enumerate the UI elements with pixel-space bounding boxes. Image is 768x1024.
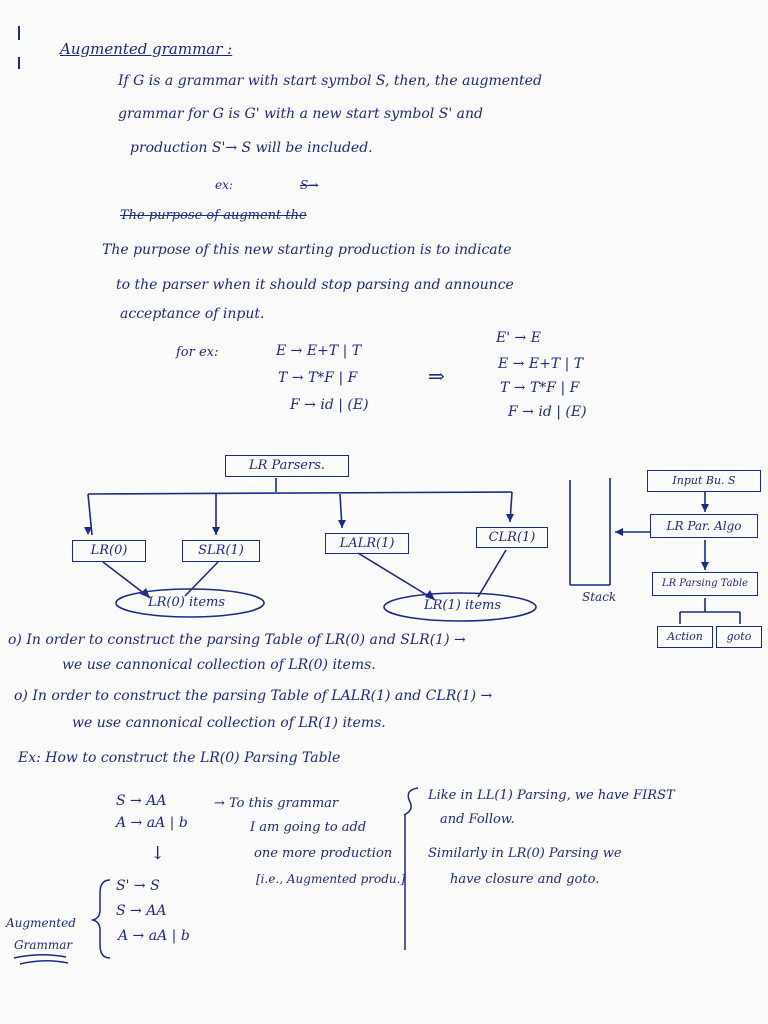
definition-line: If G is a grammar with start symbol S, t… — [118, 73, 542, 89]
middle-note: one more production — [254, 846, 393, 861]
goto-box: goto — [716, 626, 762, 648]
stack-label: Stack — [582, 590, 617, 604]
example-heading: Ex: How to construct the LR(0) Parsing T… — [18, 750, 341, 766]
definition-line: grammar for G is G' with a new start sym… — [118, 106, 483, 122]
right-note: Similarly in LR(0) Parsing we — [428, 846, 622, 861]
note-line: o) In order to construct the parsing Tab… — [8, 632, 466, 648]
middle-note: I am going to add — [250, 820, 367, 835]
augmented-production: E' → E — [496, 330, 541, 346]
margin-tick — [18, 57, 20, 69]
right-note: have closure and goto. — [450, 872, 600, 887]
purpose-line: acceptance of input. — [120, 306, 265, 322]
struck-out-line: The purpose of augment the — [120, 208, 307, 223]
augmented-production: E → E+T | T — [498, 356, 584, 372]
lalr1-box: LALR(1) — [325, 533, 409, 554]
grammar-label: Grammar — [14, 938, 73, 952]
lr0-items-label: LR(0) items — [148, 595, 226, 610]
page-title: Augmented grammar : — [60, 40, 233, 58]
definition-line: production S'→ S will be included. — [130, 140, 373, 156]
augmented-production: A → aA | b — [118, 928, 190, 944]
grammar-production: F → id | (E) — [290, 397, 369, 413]
middle-note: → To this grammar — [214, 796, 339, 811]
example-label: ex: — [215, 178, 233, 192]
right-note: and Follow. — [440, 812, 515, 827]
action-box: Action — [657, 626, 713, 648]
purpose-line: The purpose of this new starting product… — [102, 242, 512, 258]
grammar-production: A → aA | b — [116, 815, 188, 831]
note-line: o) In order to construct the parsing Tab… — [14, 688, 493, 704]
lr-parser-diagram — [84, 478, 741, 624]
lr-parsing-algo-box: LR Par. Algo — [650, 514, 758, 538]
for-example-label: for ex: — [176, 345, 219, 360]
grammar-production: E → E+T | T — [276, 343, 362, 359]
augmented-production: T → T*F | F — [500, 380, 580, 396]
middle-note: [i.e., Augmented produ.] — [256, 872, 406, 886]
input-buffer-box: Input Bu. S — [647, 470, 761, 492]
grammar-production: T → T*F | F — [278, 370, 358, 386]
note-line: we use cannonical collection of LR(0) it… — [62, 657, 376, 673]
lr-parsing-table-box: LR Parsing Table — [652, 572, 758, 596]
purpose-line: to the parser when it should stop parsin… — [116, 277, 514, 293]
grammar-production: S → AA — [116, 793, 167, 809]
augmented-production: F → id | (E) — [508, 404, 587, 420]
augmented-production: S → AA — [116, 903, 167, 919]
note-line: we use cannonical collection of LR(1) it… — [72, 715, 386, 731]
right-note: Like in LL(1) Parsing, we have FIRST — [428, 788, 675, 803]
lr0-box: LR(0) — [72, 540, 146, 562]
augmented-production: S' → S — [116, 878, 160, 894]
down-arrow-icon: ↓ — [150, 843, 166, 864]
lr1-items-label: LR(1) items — [424, 598, 502, 613]
margin-tick — [18, 26, 20, 40]
lr-parsers-root-box: LR Parsers. — [225, 455, 349, 477]
example-scribble: S→ — [300, 178, 319, 192]
implies-symbol: ⇒ — [428, 364, 445, 388]
slr1-box: SLR(1) — [182, 540, 260, 562]
clr1-box: CLR(1) — [476, 527, 548, 548]
augmented-label: Augmented — [6, 916, 76, 930]
